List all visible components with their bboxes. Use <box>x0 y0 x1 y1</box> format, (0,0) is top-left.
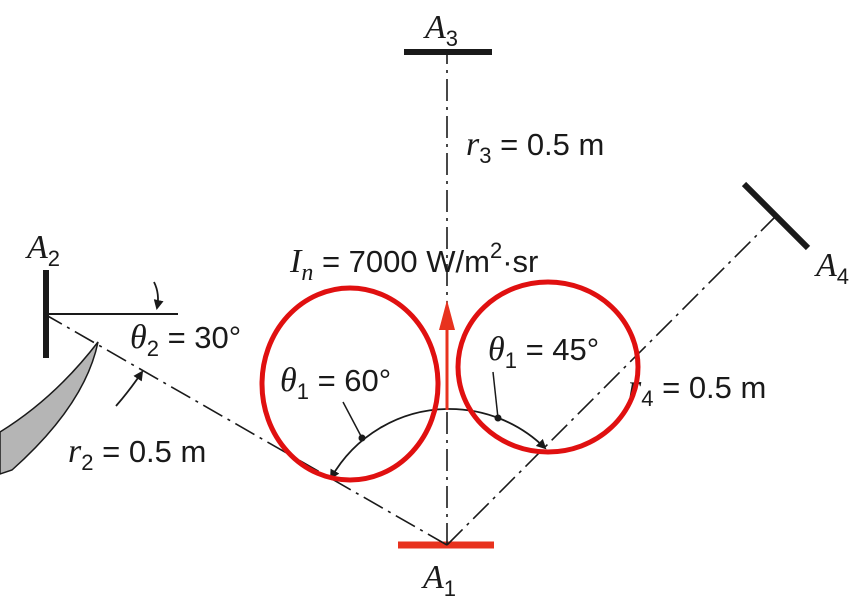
label-theta1-left: θ1 = 60° <box>280 362 391 404</box>
theta2-arrow-top <box>153 281 164 310</box>
theta1-right-dot <box>494 414 502 422</box>
theta2-arrow-bottom <box>115 370 144 407</box>
label-r3: r3 = 0.5 m <box>466 126 604 168</box>
highlight-circle-theta1-45 <box>455 279 641 455</box>
label-a1: A1 <box>421 559 456 600</box>
label-r4: r4 = 0.5 m <box>628 369 766 411</box>
label-r2: r2 = 0.5 m <box>68 433 206 475</box>
theta1-left-arc <box>330 408 448 480</box>
label-theta2: θ2 = 30° <box>130 319 241 361</box>
label-a4: A4 <box>814 247 849 289</box>
intensity-arrowhead <box>439 300 455 330</box>
label-a3: A3 <box>423 9 458 51</box>
theta1-right-arc <box>446 408 547 450</box>
highlight-circle-theta1-60 <box>259 285 441 483</box>
label-intensity: In = 7000 W/m2·sr <box>289 238 538 286</box>
label-a2: A2 <box>25 229 60 271</box>
shaded-surface <box>0 341 99 475</box>
line-of-sight-a1-a2 <box>45 314 448 546</box>
line-of-sight-a1-a4 <box>446 215 777 546</box>
surface-a4-plate <box>741 181 811 251</box>
label-theta1-right: θ1 = 45° <box>488 331 599 373</box>
theta1-left-dot <box>358 434 366 442</box>
theta1-right-leader <box>492 371 499 419</box>
theta1-left-leader <box>342 401 363 439</box>
